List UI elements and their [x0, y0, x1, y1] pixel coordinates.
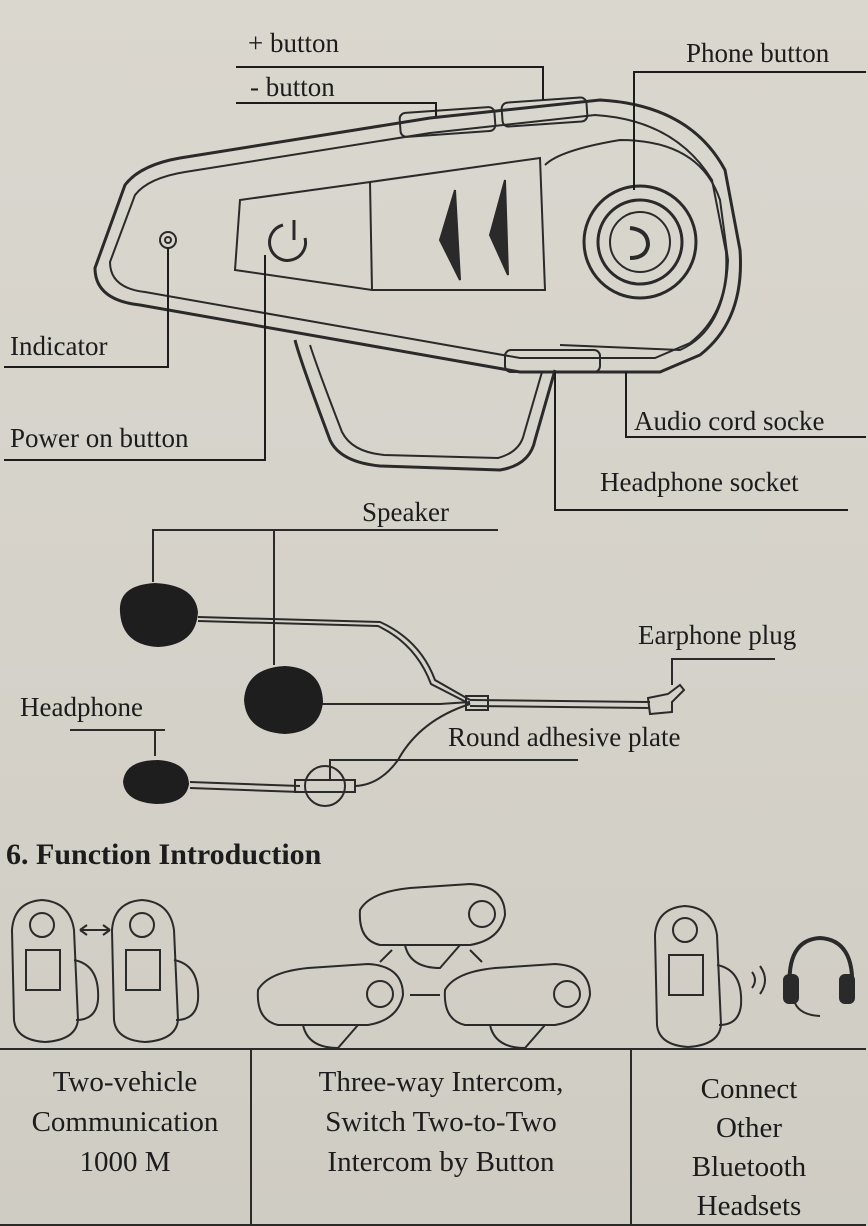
- earphone-plug-label: Earphone plug: [638, 620, 797, 650]
- headphone-socket-label: Headphone socket: [600, 467, 799, 497]
- cell-line: Connect: [700, 1073, 798, 1105]
- cell-line: Bluetooth: [691, 1151, 807, 1183]
- headphone-label: Headphone: [20, 692, 143, 722]
- cell-line: Communication: [31, 1106, 219, 1138]
- function-table: Two-vehicle Communication 1000 M Three-w…: [0, 1048, 866, 1226]
- cell-line: 1000 M: [79, 1146, 171, 1178]
- phone-button-label: Phone button: [686, 38, 830, 68]
- cell-line: Three-way Intercom,: [318, 1066, 564, 1098]
- power-on-button-label: Power on button: [10, 423, 189, 453]
- speaker-2: [244, 666, 323, 734]
- function-cell-three-way: Three-way Intercom, Switch Two-to-Two In…: [252, 1062, 630, 1182]
- minus-button-shape: [398, 106, 497, 138]
- headset-icon: [787, 935, 855, 991]
- round-adhesive-plate-label: Round adhesive plate: [448, 722, 681, 752]
- connect-headset-illustration: [653, 904, 855, 1049]
- function-cell-connect-headsets: Connect Other Bluetooth Headsets: [632, 1070, 866, 1226]
- table-divider: [250, 1050, 252, 1224]
- speaker-label: Speaker: [362, 497, 449, 527]
- indicator-light: [159, 231, 177, 249]
- phone-button-dial: [582, 184, 698, 300]
- cell-line: Headsets: [696, 1190, 802, 1222]
- function-cell-two-vehicle: Two-vehicle Communication 1000 M: [0, 1062, 250, 1182]
- mounting-clip: [293, 339, 557, 472]
- cell-line: Two-vehicle: [52, 1066, 198, 1098]
- earphone-plug: [646, 683, 686, 716]
- speaker-1: [119, 583, 198, 647]
- three-way-illustration: [256, 882, 592, 1050]
- intercom-device-outline: [93, 98, 742, 374]
- cell-line: Switch Two-to-Two: [325, 1106, 557, 1138]
- section-heading: 6. Function Introduction: [6, 838, 322, 871]
- cell-line: Intercom by Button: [327, 1146, 555, 1178]
- headphone-mic: [123, 760, 189, 804]
- table-divider: [630, 1050, 632, 1224]
- power-icon: [268, 223, 308, 262]
- plus-button-label: + button: [248, 28, 339, 58]
- plus-button-shape: [500, 96, 589, 128]
- cell-line: Other: [715, 1112, 783, 1144]
- two-vehicle-illustration: [10, 898, 200, 1044]
- audio-cord-socket-label: Audio cord socke: [634, 406, 825, 436]
- indicator-label: Indicator: [10, 331, 108, 361]
- minus-button-label: - button: [250, 72, 335, 102]
- round-adhesive-plate: [304, 765, 346, 807]
